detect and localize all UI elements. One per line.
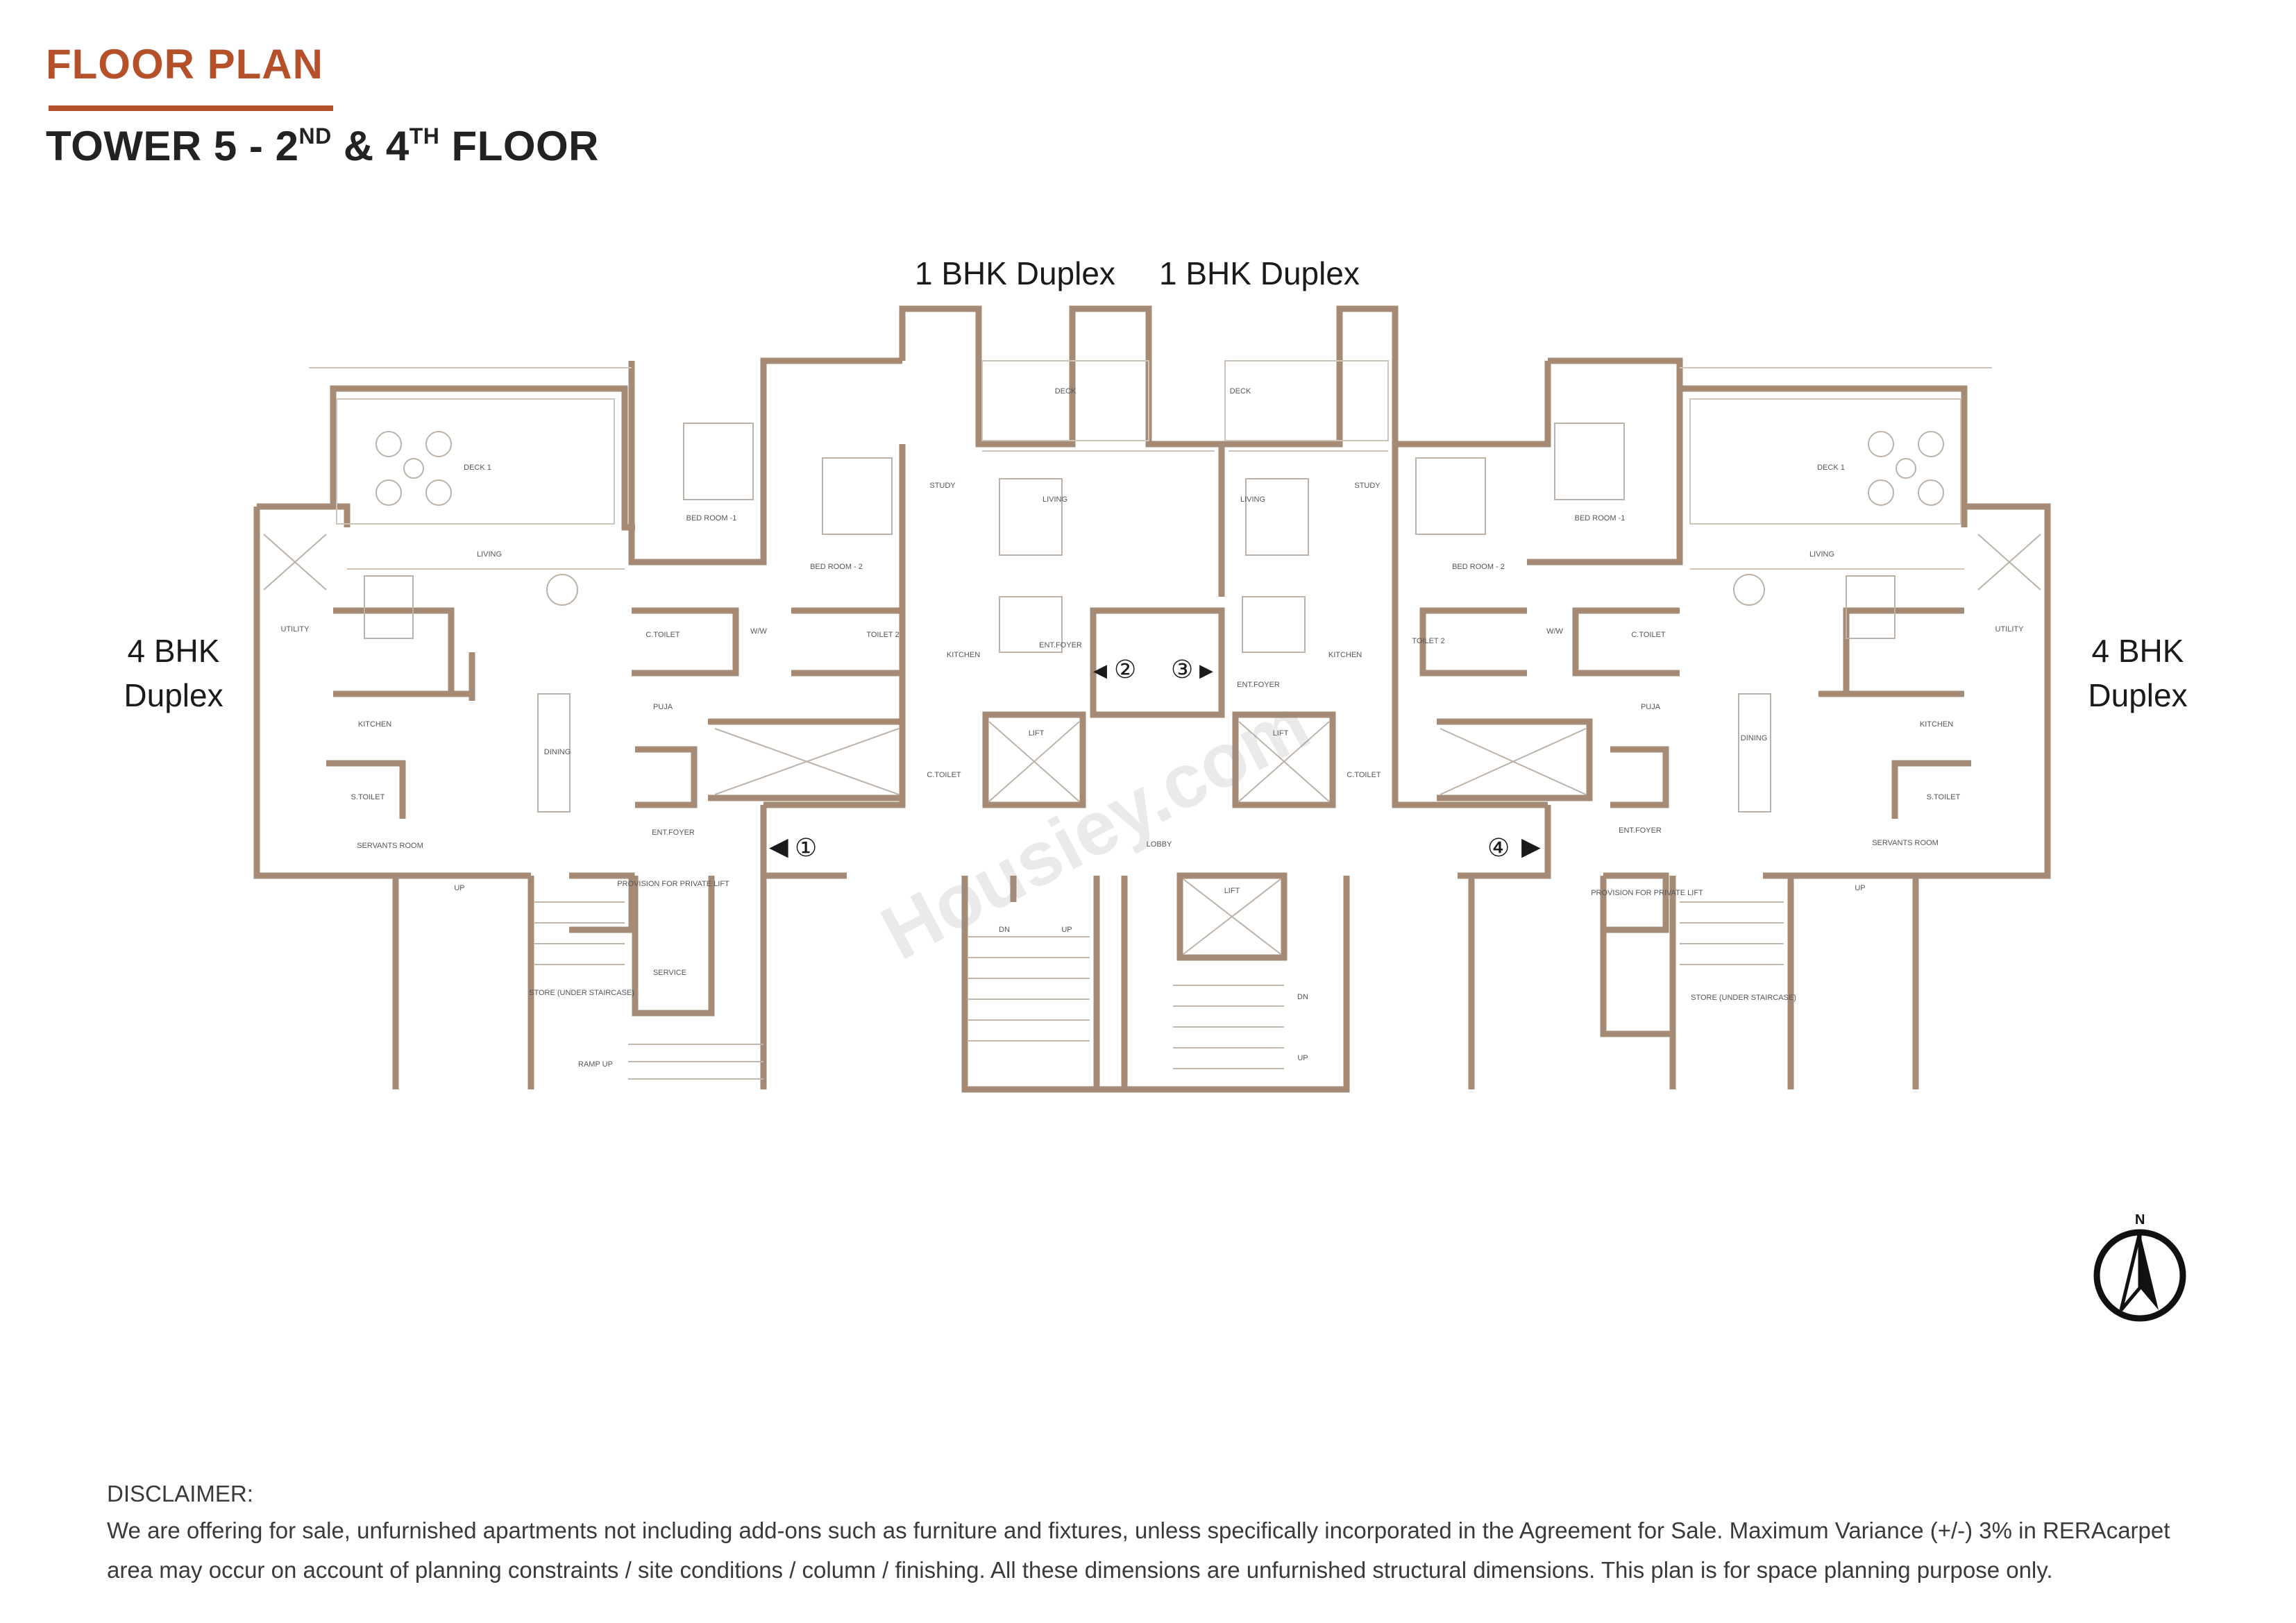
- room-label: UTILITY: [1995, 625, 2025, 634]
- room-label: BED ROOM - 2: [810, 563, 863, 571]
- room-label: DECK 1: [464, 464, 491, 472]
- room-label: STORE (UNDER STAIRCASE): [529, 989, 634, 997]
- disclaimer-line-2: area may occur on account of planning co…: [107, 1557, 2053, 1583]
- entry-arrow-1: ◀: [769, 833, 788, 861]
- title-underline: [49, 105, 333, 111]
- room-label: ENT.FOYER: [1039, 641, 1082, 649]
- room-label: UP: [1297, 1054, 1308, 1062]
- room-label: UP: [1061, 926, 1072, 934]
- entry-arrow-3: ▶: [1199, 661, 1213, 681]
- room-label: C.TOILET: [1631, 631, 1666, 639]
- room-label: LIVING: [1043, 495, 1067, 504]
- compass-label: N: [2135, 1212, 2145, 1227]
- room-label: ENT.FOYER: [652, 829, 695, 837]
- room-label: KITCHEN: [947, 651, 980, 659]
- room-label: UTILITY: [281, 625, 310, 634]
- room-label: SERVANTS ROOM: [357, 842, 423, 850]
- room-label: UP: [1855, 884, 1865, 892]
- room-label: SERVANTS ROOM: [1872, 839, 1939, 847]
- room-label: PROVISION FOR PRIVATE LIFT: [1591, 889, 1703, 897]
- room-label: LIFT: [1224, 887, 1240, 895]
- room-label: PUJA: [1641, 703, 1661, 711]
- room-label: DN: [1297, 993, 1308, 1001]
- room-label: LIFT: [1029, 729, 1045, 738]
- unit-label-1bhk-right: 1 BHK Duplex: [1159, 255, 1360, 291]
- room-label: DINING: [544, 748, 571, 756]
- entry-marker-1: ①: [795, 834, 817, 863]
- page-title: FLOOR PLAN: [46, 41, 323, 87]
- disclaimer-heading: DISCLAIMER:: [107, 1481, 253, 1506]
- room-label: DECK: [1055, 387, 1077, 396]
- room-label: KITCHEN: [1328, 651, 1362, 659]
- room-label: KITCHEN: [1920, 720, 1953, 729]
- room-label: SERVICE: [653, 969, 686, 977]
- room-label: W/W: [750, 627, 767, 636]
- room-label: UP: [454, 884, 464, 892]
- room-label: DN: [999, 926, 1010, 934]
- unit-label-1bhk-left: 1 BHK Duplex: [915, 255, 1115, 291]
- room-label: TOILET 2: [866, 631, 899, 639]
- room-label: LOBBY: [1147, 840, 1172, 849]
- room-label: ENT.FOYER: [1619, 826, 1662, 835]
- room-label: STORE (UNDER STAIRCASE): [1691, 994, 1796, 1002]
- room-label: PUJA: [653, 703, 673, 711]
- room-label: RAMP UP: [578, 1060, 613, 1069]
- room-label: C.TOILET: [1347, 771, 1381, 779]
- room-label: BED ROOM -1: [1575, 514, 1626, 522]
- room-label: LIVING: [477, 550, 502, 559]
- room-label: LIVING: [1240, 495, 1265, 504]
- room-label: ENT.FOYER: [1237, 681, 1280, 689]
- north-compass-icon: N: [2093, 1212, 2186, 1322]
- room-label: KITCHEN: [358, 720, 391, 729]
- room-label: BED ROOM -1: [686, 514, 737, 522]
- entry-arrow-2: ◀: [1093, 661, 1107, 681]
- room-label: S.TOILET: [351, 793, 385, 801]
- room-label: S.TOILET: [1927, 793, 1961, 801]
- room-label: STUDY: [929, 482, 956, 490]
- room-label: BED ROOM - 2: [1452, 563, 1505, 571]
- room-label: W/W: [1546, 627, 1563, 636]
- room-label: LIFT: [1273, 729, 1289, 738]
- room-label: C.TOILET: [927, 771, 961, 779]
- page-subtitle: TOWER 5 - 2ND & 4TH FLOOR: [46, 123, 600, 169]
- room-label: TOILET 2: [1412, 637, 1444, 645]
- entry-marker-2: ②: [1114, 656, 1136, 684]
- entry-marker-3: ③: [1171, 656, 1193, 684]
- room-label: DECK: [1230, 387, 1251, 396]
- room-label: C.TOILET: [645, 631, 680, 639]
- room-label: LIVING: [1809, 550, 1834, 559]
- room-label: DECK 1: [1817, 464, 1845, 472]
- room-label: PROVISION FOR PRIVATE LIFT: [617, 880, 729, 888]
- disclaimer-line-1: We are offering for sale, unfurnished ap…: [107, 1518, 2170, 1543]
- room-label: STUDY: [1354, 482, 1381, 490]
- room-label: DINING: [1741, 734, 1768, 742]
- entry-marker-4: ④: [1487, 834, 1510, 863]
- entry-arrow-4: ▶: [1521, 833, 1541, 861]
